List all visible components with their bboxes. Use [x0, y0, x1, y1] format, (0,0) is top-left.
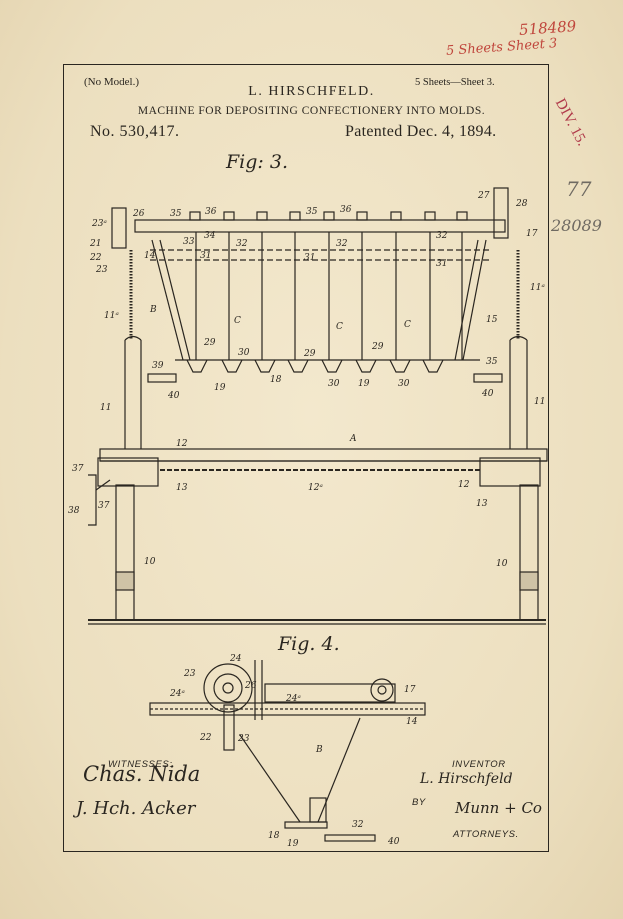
- reference-numeral: 32: [236, 239, 248, 249]
- reference-numeral: C: [336, 322, 343, 332]
- by-label: BY: [412, 797, 426, 808]
- reference-numeral: 33: [183, 237, 195, 247]
- figure-3-reference-numerals: 23ᵃ 21 22 23 26 27 35 36 35 36 33 34 14 …: [68, 191, 545, 569]
- reference-numeral: 35: [306, 207, 318, 217]
- reference-numeral: 13: [476, 499, 488, 509]
- reference-numeral: 14: [406, 717, 418, 727]
- sheet-count: 5 Sheets—Sheet 3.: [415, 77, 495, 88]
- attorneys-label: ATTORNEYS.: [453, 829, 519, 840]
- reference-numeral: 31: [304, 253, 315, 263]
- reference-numeral: 11: [100, 403, 111, 413]
- reference-numeral: 36: [205, 207, 217, 217]
- reference-numeral: 12: [458, 480, 470, 490]
- figure-4-reference-numerals: 24 26 23 24ᵃ 24ᵃ 22 23 17 14 B 32 18 19 …: [169, 654, 418, 849]
- pencil-note-top: 77: [566, 177, 592, 201]
- figure-4-drawing: [149, 660, 426, 842]
- reference-numeral: 18: [270, 375, 282, 385]
- reference-numeral: 15: [486, 315, 498, 325]
- reference-numeral: 22: [199, 733, 212, 743]
- reference-numeral: 37: [72, 464, 84, 474]
- inventor-name: L. HIRSCHFELD.: [248, 84, 375, 99]
- witness-signature-2: J. Hch. Acker: [76, 798, 196, 819]
- reference-numeral: 34: [204, 231, 216, 241]
- reference-numeral: 22: [89, 253, 102, 263]
- reference-numeral: 23: [183, 669, 196, 679]
- reference-numeral: 39: [152, 361, 164, 371]
- reference-numeral: 31: [200, 251, 211, 261]
- reference-numeral: 38: [68, 506, 80, 516]
- pencil-note-bottom: 28089: [551, 216, 602, 235]
- reference-numeral: 26: [244, 681, 257, 691]
- reference-numeral: 30: [238, 348, 250, 358]
- reference-numeral: C: [234, 316, 241, 326]
- reference-numeral: 23ᵃ: [91, 219, 107, 229]
- reference-numeral: A: [349, 434, 357, 444]
- reference-numeral: 26: [132, 209, 145, 219]
- reference-numeral: C: [404, 320, 411, 330]
- reference-numeral: 32: [336, 239, 348, 249]
- reference-numeral: 19: [358, 379, 370, 389]
- figure-4-caption: Fig. 4.: [278, 633, 340, 655]
- no-model-label: (No Model.): [84, 76, 139, 88]
- reference-numeral: 23: [95, 265, 108, 275]
- reference-numeral: 30: [328, 379, 340, 389]
- reference-numeral: 24ᵃ: [285, 694, 301, 704]
- reference-numeral: 31: [436, 259, 447, 269]
- reference-numeral: 40: [167, 391, 180, 401]
- reference-numeral: 12ᵃ: [308, 483, 323, 493]
- reference-numeral: 40: [481, 389, 494, 399]
- patent-title: MACHINE FOR DEPOSITING CONFECTIONERY INT…: [137, 105, 486, 117]
- reference-numeral: 30: [398, 379, 410, 389]
- reference-numeral: 10: [144, 557, 156, 567]
- figure-3-drawing: [88, 187, 548, 625]
- reference-numeral: 11: [534, 397, 545, 407]
- reference-numeral: B: [149, 305, 157, 315]
- reference-numeral: 23: [237, 734, 250, 744]
- reference-numeral: 24: [229, 654, 242, 664]
- reference-numeral: 11ᵃ: [530, 283, 545, 293]
- reference-numeral: 32: [352, 820, 364, 830]
- inventor-signature: L. Hirschfeld: [420, 771, 513, 787]
- reference-numeral: 12: [176, 439, 188, 449]
- reference-numeral: 21: [89, 239, 101, 249]
- witness-signature-1: Chas. Nida: [83, 762, 201, 786]
- reference-numeral: B: [315, 745, 323, 755]
- reference-numeral: 27: [477, 191, 490, 201]
- reference-numeral: 11ᵃ: [104, 311, 119, 321]
- reference-numeral: 14: [144, 251, 156, 261]
- reference-numeral: 40: [387, 837, 400, 847]
- reference-numeral: 17: [526, 229, 538, 239]
- reference-numeral: 29: [303, 349, 316, 359]
- reference-numeral: 37: [98, 501, 110, 511]
- reference-numeral: 28: [515, 199, 528, 209]
- reference-numeral: 19: [214, 383, 226, 393]
- reference-numeral: 35: [170, 209, 182, 219]
- reference-numeral: 19: [287, 839, 299, 849]
- reference-numeral: 29: [203, 338, 216, 348]
- reference-numeral: 24ᵃ: [169, 689, 185, 699]
- reference-numeral: 17: [404, 685, 416, 695]
- drawing-border: [63, 64, 549, 852]
- patent-date: Patented Dec. 4, 1894.: [345, 123, 497, 140]
- reference-numeral: 35: [486, 357, 498, 367]
- inventor-label: INVENTOR: [452, 759, 506, 770]
- attorneys-signature: Munn + Co: [455, 799, 542, 817]
- figure-3-caption: Fig: 3.: [226, 151, 288, 173]
- reference-numeral: 36: [340, 205, 352, 215]
- patent-number: No. 530,417.: [90, 123, 180, 140]
- reference-numeral: 18: [268, 831, 280, 841]
- reference-numeral: 10: [496, 559, 508, 569]
- witnesses-label: WITNESSES:: [108, 759, 173, 770]
- reference-numeral: 13: [176, 483, 188, 493]
- reference-numeral: 32: [436, 231, 448, 241]
- reference-numeral: 29: [371, 342, 384, 352]
